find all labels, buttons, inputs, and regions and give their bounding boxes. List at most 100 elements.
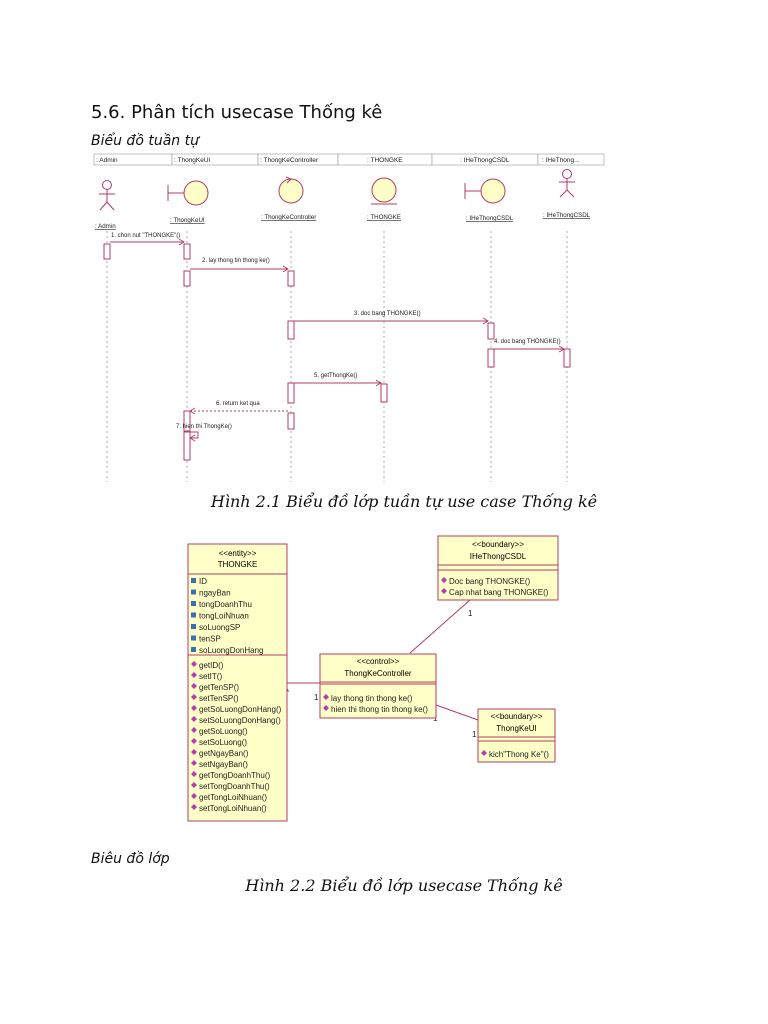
header-label: : IHeThongCSDL <box>460 157 510 164</box>
attribute-icon <box>191 589 196 595</box>
attribute-icon <box>191 612 196 618</box>
attribute-icon <box>191 647 196 652</box>
class-method: setTongDoanhThu() <box>199 782 270 791</box>
lifeline-name: : THONGKE <box>367 214 401 221</box>
class-name: ThongKeUI <box>496 724 536 733</box>
class-method: hien thi thong tin thong ke() <box>331 705 428 714</box>
class-name: ThongKeController <box>344 669 411 678</box>
control-controller-icon <box>278 176 304 204</box>
header-hethong <box>537 153 605 166</box>
lifeline-name: : IHeThongCSDL <box>466 215 514 222</box>
class-attribute: soLuongSP <box>199 623 240 632</box>
class-attribute: soLuongDonHang <box>199 646 264 655</box>
multiplicity-label: 1 <box>468 609 473 618</box>
class-method: setTongLoiNhuan() <box>199 804 267 813</box>
message-label: 3. doc bang THONGKE() <box>354 311 421 317</box>
operation-icon <box>191 694 197 700</box>
class-method: setNgayBan() <box>199 760 248 769</box>
operation-icon <box>481 750 487 756</box>
class-method: getSoLuongDonHang() <box>199 705 282 714</box>
operation-icon <box>323 705 329 711</box>
class-method: getID() <box>199 661 224 670</box>
lifeline-name: : ThongKeController <box>261 214 316 221</box>
attribute-icon <box>191 624 196 629</box>
class-name: THONGKE <box>218 560 258 569</box>
entity-thongke-icon <box>371 177 397 205</box>
header-label: : Admin <box>96 157 118 164</box>
class-method: setTenSP() <box>199 694 239 703</box>
class-stereotype: <<boundary>> <box>472 540 524 549</box>
class-method: setSoLuongDonHang() <box>199 716 281 725</box>
message-label: 4. doc bang THONGKE() <box>494 339 561 345</box>
class-method: lay thong tin thong ke() <box>331 694 413 703</box>
attribute-icon <box>191 578 196 583</box>
class-controller: <<control>> ThongKeController lay thong … <box>319 653 437 719</box>
operation-icon <box>441 588 447 594</box>
multiplicity-label: 1 <box>472 730 477 739</box>
class-attribute: tenSP <box>199 635 221 644</box>
class-method: Cap nhat bang THONGKE() <box>449 588 549 597</box>
class-method: getNgayBan() <box>199 749 249 758</box>
attribute-icon <box>191 635 196 641</box>
header-label: : IHeThong... <box>542 157 580 164</box>
class-thongke: <<entity>> THONGKE ID ngayBan tongDoanhThu… <box>187 543 288 822</box>
multiplicity-label: 1 <box>314 693 319 702</box>
operation-icon <box>191 760 197 766</box>
operation-icon <box>191 793 197 799</box>
message-label: 7. hien thi ThongKe() <box>176 424 232 430</box>
operation-icon <box>191 705 197 711</box>
class-name: IHeThongCSDL <box>470 552 527 561</box>
class-method: getTongLoiNhuan() <box>199 793 267 802</box>
boundary-thongkeui-icon <box>167 180 209 206</box>
figure-caption-2: Hình 2.2 Biểu đồ lớp usecase Thống kê <box>245 876 563 895</box>
class-method: setIT() <box>199 672 222 681</box>
message-label: 1. chon nut "THONGKE"() <box>111 233 180 239</box>
operation-icon <box>191 672 197 678</box>
operation-icon <box>191 738 197 744</box>
class-attribute: ngayBan <box>199 589 231 598</box>
attribute-icon <box>191 601 196 606</box>
operation-icon <box>191 771 197 777</box>
class-method: kich"Thong Ke"() <box>489 750 549 759</box>
operation-icon <box>191 749 197 755</box>
class-stereotype: <<boundary>> <box>490 712 542 721</box>
message-label: 5. getThongKe() <box>314 373 357 379</box>
lifeline-name: : ThongKeUI <box>170 217 205 224</box>
header-label: : THONGKE <box>367 157 403 164</box>
figure-caption-1: Hình 2.1 Biểu đồ lớp tuần tự use case Th… <box>210 492 598 511</box>
class-attribute: tongDoanhThu <box>199 600 252 609</box>
operation-icon <box>191 683 197 689</box>
boundary-csdl-icon <box>464 178 506 204</box>
section-heading: 5.6. Phân tích usecase Thống kê <box>91 102 383 123</box>
class-method: getSoLuong() <box>199 727 248 736</box>
class-method: getTenSP() <box>199 683 239 692</box>
multiplicity-label: * <box>286 688 289 697</box>
class-method: Doc bang THONGKE() <box>449 577 531 586</box>
class-stereotype: <<entity>> <box>219 549 257 558</box>
message-label: 6. return ket qua <box>216 401 260 407</box>
message-label: 2. lay thong tin thong ke() <box>202 258 270 264</box>
operation-icon <box>191 804 197 810</box>
operation-icon <box>191 661 197 667</box>
lifeline-name: : Admin <box>95 223 116 230</box>
class-thongkeui: <<boundary>> ThongKeUI kich"Thong Ke"() <box>477 708 556 763</box>
actor-hethong-icon <box>559 169 575 198</box>
class-stereotype: <<control>> <box>357 657 400 666</box>
actor-admin-icon <box>99 180 115 211</box>
header-label: : ThongKeUI <box>174 157 211 164</box>
class-diagram-label: Biêu đồ lớp <box>91 851 170 867</box>
operation-icon <box>441 577 447 583</box>
class-ihethongcsdl: <<boundary>> IHeThongCSDL Doc bang THONG… <box>437 535 559 601</box>
operation-icon <box>191 727 197 733</box>
lifeline-name: : IHeThongCSDL <box>543 212 591 219</box>
sequence-diagram-subtitle: Biểu đồ tuần tự <box>91 133 199 149</box>
class-attribute: tongLoiNhuan <box>199 612 249 621</box>
header-label: : ThongKeController <box>260 157 319 164</box>
operation-icon <box>191 716 197 722</box>
class-attribute: ID <box>199 577 207 586</box>
operation-icon <box>191 782 197 788</box>
class-method: getTongDoanhThu() <box>199 771 270 780</box>
class-method: setSoLuong() <box>199 738 247 747</box>
